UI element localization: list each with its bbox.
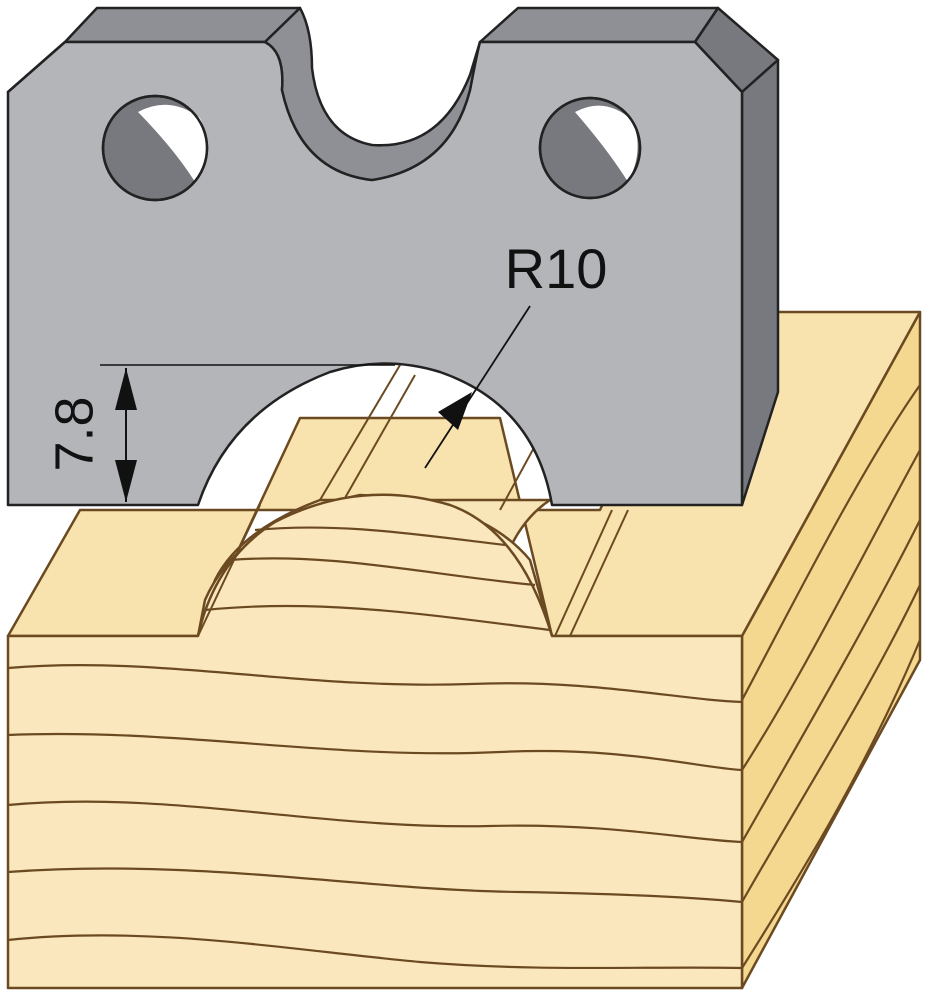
depth-arrow-bottom [115,460,137,502]
knife-top-right [478,6,720,44]
knife-notch-inner [263,6,482,182]
depth-label: 7.8 [44,396,104,471]
radius-dimension: R10 [424,237,608,469]
depth-dimension: 7.8 [44,364,395,502]
mounting-hole-right [538,96,642,200]
radius-label: R10 [505,237,608,300]
radius-arrow [438,392,472,430]
front-grain [7,526,743,970]
wood-front-face [6,493,744,990]
radius-leader-line [424,305,531,469]
depth-arrow-top [115,368,137,410]
profile-knife [6,6,780,507]
side-grain [741,384,922,969]
top-grain [197,364,629,637]
mounting-hole-left [101,94,209,202]
